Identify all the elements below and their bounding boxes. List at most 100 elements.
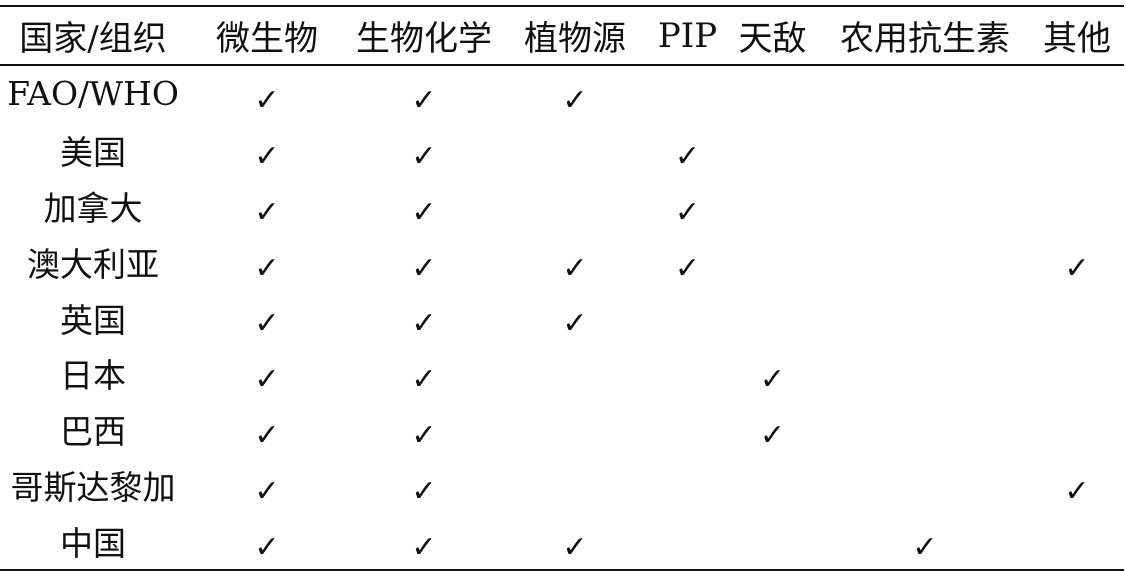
- check-mark-icon: ✓: [759, 418, 786, 454]
- check-cell-natural-enemy: [725, 290, 820, 346]
- check-cell-botanical: [500, 401, 650, 457]
- check-cell-biochemical: ✓: [348, 290, 500, 346]
- check-mark-icon: ✓: [1064, 474, 1090, 510]
- check-cell-natural-enemy: [725, 65, 820, 122]
- check-cell-other: [1030, 178, 1124, 234]
- country-cell: FAO/WHO: [7, 74, 179, 114]
- check-cell-botanical: ✓: [500, 234, 650, 290]
- header-natural-enemy: 天敌: [738, 19, 807, 59]
- check-mark-icon: ✓: [254, 250, 280, 286]
- check-mark-icon: ✓: [912, 530, 938, 566]
- check-cell-microbial: ✓: [186, 65, 348, 122]
- check-cell-biochemical: ✓: [348, 178, 500, 234]
- check-cell-pip: [650, 457, 725, 513]
- check-cell-agri-antibiotic: [820, 401, 1030, 457]
- check-mark-icon: ✓: [411, 138, 437, 174]
- check-cell-agri-antibiotic: [820, 178, 1030, 234]
- check-cell-botanical: [500, 345, 650, 401]
- check-cell-agri-antibiotic: [820, 457, 1030, 513]
- check-mark-icon: ✓: [562, 530, 588, 566]
- check-cell-botanical: ✓: [500, 65, 650, 122]
- check-cell-microbial: ✓: [186, 122, 348, 178]
- check-mark-icon: ✓: [254, 306, 280, 342]
- check-cell-biochemical: ✓: [348, 401, 500, 457]
- check-cell-natural-enemy: [725, 234, 820, 290]
- check-cell-natural-enemy: ✓: [725, 345, 820, 401]
- check-cell-microbial: ✓: [186, 401, 348, 457]
- check-cell-microbial: ✓: [186, 513, 348, 570]
- check-cell-botanical: [500, 178, 650, 234]
- check-mark-icon: ✓: [674, 138, 701, 174]
- check-mark-icon: ✓: [254, 418, 280, 454]
- check-cell-microbial: ✓: [186, 178, 348, 234]
- check-mark-icon: ✓: [411, 250, 437, 286]
- country-cell: 日本: [60, 356, 126, 396]
- check-cell-pip: ✓: [650, 122, 725, 178]
- check-cell-microbial: ✓: [186, 345, 348, 401]
- check-cell-agri-antibiotic: ✓: [820, 513, 1030, 570]
- country-cell: 加拿大: [43, 188, 143, 228]
- check-cell-other: [1030, 290, 1124, 346]
- check-cell-natural-enemy: [725, 513, 820, 570]
- check-cell-botanical: [500, 122, 650, 178]
- table-container: 国家/组织 微生物 生物化学 植物源 PIP 天敌 农用抗生素 其他 FAO/W…: [0, 6, 1124, 571]
- check-mark-icon: ✓: [759, 362, 786, 398]
- check-mark-icon: ✓: [254, 138, 280, 174]
- check-cell-biochemical: ✓: [348, 513, 500, 570]
- check-mark-icon: ✓: [254, 530, 280, 566]
- table-row: 英国✓✓✓: [0, 290, 1124, 346]
- check-cell-natural-enemy: [725, 178, 820, 234]
- check-mark-icon: ✓: [674, 194, 701, 230]
- table-body: FAO/WHO✓✓✓美国✓✓✓加拿大✓✓✓澳大利亚✓✓✓✓✓英国✓✓✓日本✓✓✓…: [0, 65, 1124, 571]
- check-cell-other: [1030, 401, 1124, 457]
- check-mark-icon: ✓: [411, 418, 437, 454]
- check-cell-microbial: ✓: [186, 234, 348, 290]
- check-mark-icon: ✓: [254, 194, 280, 230]
- table-row: 中国✓✓✓✓: [0, 513, 1124, 571]
- check-cell-agri-antibiotic: [820, 65, 1030, 122]
- check-mark-icon: ✓: [411, 362, 437, 398]
- check-mark-icon: ✓: [411, 194, 437, 230]
- check-mark-icon: ✓: [1064, 250, 1090, 286]
- header-pip: PIP: [657, 15, 718, 56]
- table-row: 日本 ✓ ✓ ✓: [0, 345, 1124, 401]
- header-country: 国家/组织: [19, 19, 167, 59]
- check-cell-natural-enemy: [725, 122, 820, 178]
- check-cell-botanical: ✓: [500, 513, 650, 570]
- header-botanical: 植物源: [524, 19, 626, 59]
- check-mark-icon: ✓: [562, 306, 588, 342]
- check-cell-other: [1030, 513, 1124, 570]
- check-cell-biochemical: ✓: [348, 122, 500, 178]
- country-cell: 美国: [60, 132, 126, 172]
- check-cell-microbial: ✓: [186, 290, 348, 346]
- check-mark-icon: ✓: [562, 250, 588, 286]
- check-cell-natural-enemy: ✓: [725, 401, 820, 457]
- check-cell-other: [1030, 65, 1124, 122]
- biopesticide-registration-table: 国家/组织 微生物 生物化学 植物源 PIP 天敌 农用抗生素 其他 FAO/W…: [0, 5, 1124, 571]
- check-cell-biochemical: ✓: [348, 65, 500, 122]
- check-mark-icon: ✓: [254, 474, 280, 510]
- check-cell-pip: [650, 290, 725, 346]
- check-cell-botanical: ✓: [500, 290, 650, 346]
- table-row: 美国 ✓ ✓ ✓: [0, 122, 1124, 178]
- check-cell-pip: [650, 401, 725, 457]
- table-row: FAO/WHO ✓ ✓ ✓: [0, 65, 1124, 122]
- header-agri-antibiotic: 农用抗生素: [840, 19, 1010, 59]
- check-mark-icon: ✓: [254, 362, 280, 398]
- check-cell-botanical: [500, 457, 650, 513]
- header-row: 国家/组织 微生物 生物化学 植物源 PIP 天敌 农用抗生素 其他: [0, 6, 1124, 65]
- check-cell-agri-antibiotic: [820, 290, 1030, 346]
- country-cell: 哥斯达黎加: [10, 468, 176, 508]
- check-mark-icon: ✓: [411, 474, 437, 510]
- header-other: 其他: [1043, 19, 1111, 59]
- check-cell-pip: [650, 65, 725, 122]
- check-mark-icon: ✓: [254, 82, 280, 118]
- check-cell-agri-antibiotic: [820, 122, 1030, 178]
- check-cell-pip: ✓: [650, 234, 725, 290]
- check-cell-biochemical: ✓: [348, 457, 500, 513]
- check-cell-natural-enemy: [725, 457, 820, 513]
- country-cell: 巴西: [60, 412, 126, 452]
- check-cell-pip: [650, 345, 725, 401]
- check-mark-icon: ✓: [674, 250, 701, 286]
- check-mark-icon: ✓: [562, 82, 588, 118]
